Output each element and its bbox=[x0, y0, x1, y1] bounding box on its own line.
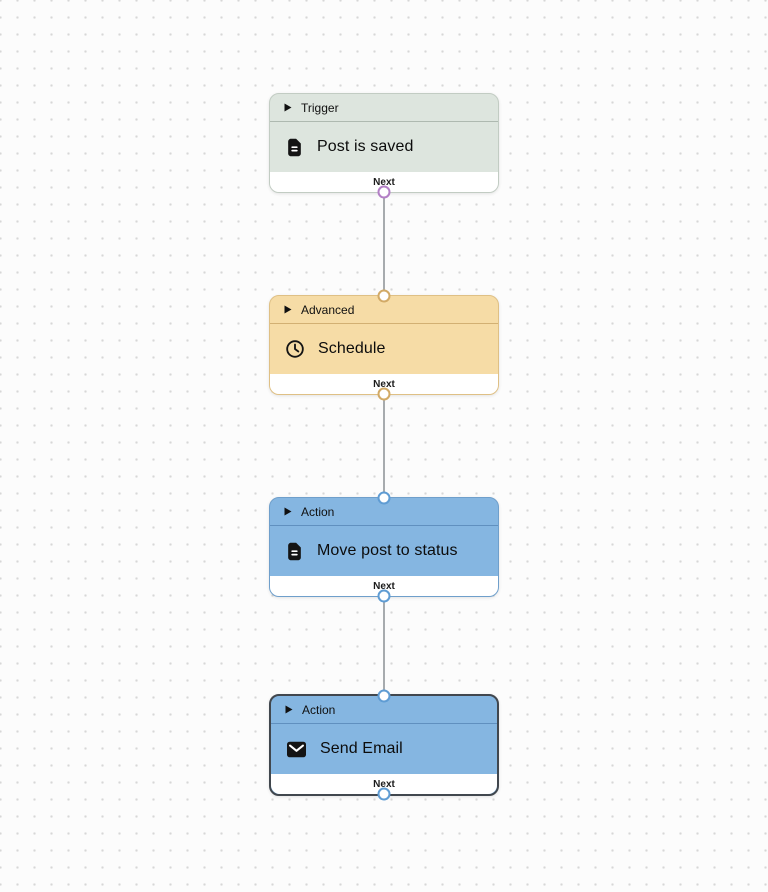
node-footer: Next bbox=[270, 374, 498, 394]
next-label: Next bbox=[373, 378, 395, 390]
edge-trigger-to-schedule[interactable] bbox=[383, 193, 385, 295]
expand-triangle-icon[interactable] bbox=[284, 305, 292, 314]
node-footer: Next bbox=[270, 172, 498, 192]
node-body[interactable]: Post is saved bbox=[270, 122, 498, 172]
connection-handle-bottom[interactable] bbox=[377, 387, 391, 401]
next-label: Next bbox=[373, 176, 395, 188]
node-category-label: Action bbox=[302, 702, 336, 717]
connection-handle-bottom[interactable] bbox=[377, 185, 391, 199]
node-title: Post is saved bbox=[317, 138, 414, 155]
node-action-move-post-to-status[interactable]: Action Move post to status Next bbox=[269, 491, 499, 603]
edge-schedule-to-move-post[interactable] bbox=[383, 395, 385, 497]
connection-handle-bottom[interactable] bbox=[377, 787, 391, 801]
node-category-label: Trigger bbox=[301, 100, 339, 115]
file-text-icon bbox=[285, 138, 304, 157]
connection-handle-top[interactable] bbox=[377, 689, 391, 703]
node-category-label: Advanced bbox=[301, 302, 355, 317]
node-title: Move post to status bbox=[317, 542, 458, 559]
clock-icon bbox=[285, 339, 305, 359]
node-title: Schedule bbox=[318, 340, 386, 357]
node-header[interactable]: Advanced bbox=[270, 296, 498, 324]
envelope-icon bbox=[286, 740, 307, 759]
node-trigger-post-is-saved[interactable]: Trigger Post is saved Next bbox=[269, 93, 499, 199]
node-body[interactable]: Send Email bbox=[271, 724, 497, 774]
next-label: Next bbox=[373, 778, 395, 790]
expand-triangle-icon[interactable] bbox=[285, 705, 293, 714]
expand-triangle-icon[interactable] bbox=[284, 103, 292, 112]
node-action-send-email[interactable]: Action Send Email Next bbox=[269, 689, 499, 801]
node-header[interactable]: Action bbox=[271, 696, 497, 724]
connection-handle-top[interactable] bbox=[377, 289, 391, 303]
expand-triangle-icon[interactable] bbox=[284, 507, 292, 516]
connection-handle-bottom[interactable] bbox=[377, 589, 391, 603]
connection-handle-top[interactable] bbox=[377, 491, 391, 505]
node-category-label: Action bbox=[301, 504, 335, 519]
node-advanced-schedule[interactable]: Advanced Schedule Next bbox=[269, 289, 499, 401]
next-label: Next bbox=[373, 580, 395, 592]
node-header[interactable]: Trigger bbox=[270, 94, 498, 122]
node-footer: Next bbox=[270, 576, 498, 596]
node-footer: Next bbox=[271, 774, 497, 794]
node-title: Send Email bbox=[320, 740, 403, 757]
node-header[interactable]: Action bbox=[270, 498, 498, 526]
node-body[interactable]: Move post to status bbox=[270, 526, 498, 576]
node-body[interactable]: Schedule bbox=[270, 324, 498, 374]
edge-move-post-to-send-email[interactable] bbox=[383, 597, 385, 695]
file-text-icon bbox=[285, 542, 304, 561]
